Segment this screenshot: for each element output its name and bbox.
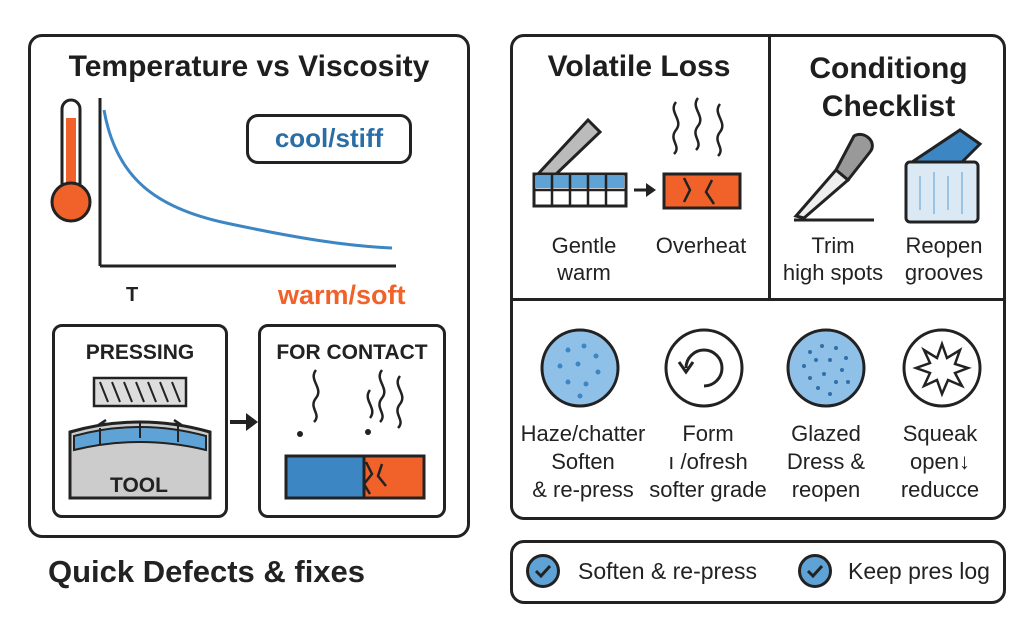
checklist-footer-panel <box>510 540 1006 604</box>
horizontal-divider <box>510 298 1006 301</box>
arrow-icon <box>634 183 656 197</box>
tool-label: TOOL <box>110 474 168 497</box>
defect-label-form: Form ı /ofresh softer grade <box>649 421 767 502</box>
quick-defects-heading: Quick Defects & fixes <box>48 554 366 589</box>
panel-title-temperature: Temperature vs Viscosity <box>68 50 430 83</box>
defect-label-squeak: Squeak open↓ reducce <box>900 421 980 502</box>
dotted-disk-icon <box>540 328 620 408</box>
reopen-label: Reopen grooves <box>904 233 984 285</box>
check-soften: Soften & re-press <box>578 558 757 584</box>
volatile-loss-title: Volatile Loss <box>547 50 731 83</box>
right-arrow-icon <box>230 413 258 431</box>
heat-contact-illustration <box>284 369 426 500</box>
pressing-illustration <box>68 376 212 500</box>
viscosity-curve <box>102 109 393 250</box>
right-top-panel <box>510 34 1006 520</box>
overheat-icon <box>662 97 742 210</box>
check-keep-log: Keep pres log <box>848 558 990 584</box>
pressing-title: PRESSING <box>85 341 195 364</box>
viscosity-curve-chart <box>98 98 396 268</box>
glazed-disk-icon <box>786 328 866 408</box>
refresh-icon <box>664 328 744 408</box>
defect-label-glazed: Glazed Dress & reopen <box>786 421 866 502</box>
overheat-label: Overheat <box>655 233 747 258</box>
starburst-icon <box>902 328 982 408</box>
checkmark-icon <box>798 554 832 588</box>
defect-label-haze: Haze/chatter Soften & re-press <box>520 421 646 502</box>
axis-label-t: T <box>126 284 139 306</box>
cool-stiff-label: cool/stiff <box>246 114 412 164</box>
conditioning-title: Conditiong Checklist <box>809 52 968 123</box>
trim-label: Trim high spots <box>782 233 884 285</box>
scraper-icon <box>904 128 983 224</box>
vertical-divider <box>768 34 771 298</box>
knife-icon <box>793 133 874 222</box>
thermometer-icon <box>50 98 92 223</box>
gentle-warm-label: Gentle warm <box>551 233 617 285</box>
press-icon <box>532 117 628 208</box>
warm-soft-label: warm/soft <box>278 280 406 310</box>
contact-title: FOR CONTACT <box>276 341 428 364</box>
checkmark-icon <box>526 554 560 588</box>
